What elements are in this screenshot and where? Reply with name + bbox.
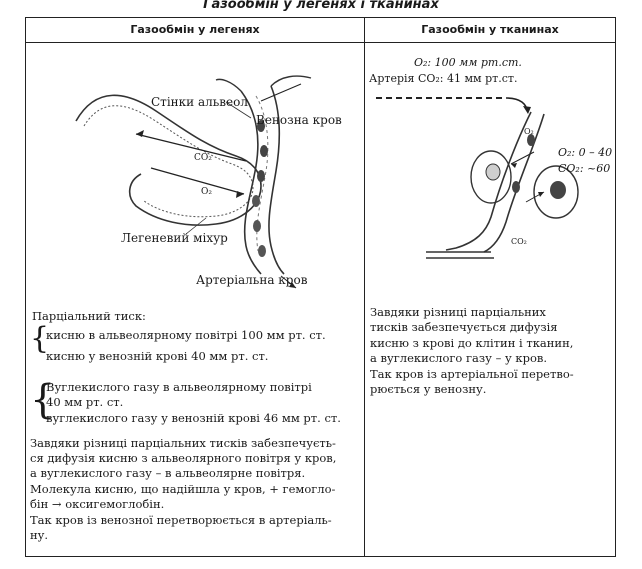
brace-co2: { bbox=[30, 377, 56, 423]
right-line3: кисню з крові до клітин і тканин, bbox=[370, 336, 574, 350]
document-title: Газообмін у легенях і тканинах bbox=[203, 0, 439, 12]
right-line6: рюється у венозну. bbox=[370, 382, 487, 396]
left-para2-line2: бін → оксигемоглобін. bbox=[30, 497, 165, 511]
right-line1: Завдяки різниці парціальних bbox=[370, 305, 546, 319]
lung-alveolus-diagram: Стінки альвеол Венозна кров CO₂ O₂ Леген… bbox=[75, 75, 342, 289]
co2-venous: вуглекислого газу у венозній крові 46 мм… bbox=[46, 411, 341, 425]
left-para1-line1: Завдяки різниці парціальних тисків забез… bbox=[30, 436, 336, 450]
tissue-exchange-diagram: O₂: 100 мм рт.ст. Артерія CO₂: 41 мм рт.… bbox=[369, 56, 612, 259]
pressure-heading: Парціальний тиск: bbox=[32, 309, 146, 323]
co2-alveolar-line1: Вуглекислого газу в альвеолярному повітр… bbox=[46, 380, 312, 394]
label-venous-blood: Венозна кров bbox=[256, 113, 342, 127]
left-para3-line2: ну. bbox=[30, 528, 49, 542]
right-line2: тисків забезпечується дифузія bbox=[370, 320, 558, 334]
label-o2-small: O₂ bbox=[524, 127, 534, 136]
label-o2-cell: O₂: 0 – 40 bbox=[558, 146, 612, 159]
label-co2-cell: CO₂: ~60 bbox=[558, 162, 610, 175]
brace-o2: { bbox=[30, 321, 50, 356]
column-divider bbox=[364, 18, 365, 556]
label-artery-co2: Артерія CO₂: 41 мм рт.ст. bbox=[369, 72, 517, 85]
o2-venous: кисню у венозній крові 40 мм рт. ст. bbox=[46, 349, 269, 363]
label-o2: O₂ bbox=[201, 187, 212, 197]
header-divider bbox=[26, 42, 615, 43]
column-header-tissues: Газообмін у тканинах bbox=[421, 23, 559, 36]
left-para2-line1: Молекула кисню, що надійшла у кров, + ге… bbox=[30, 482, 336, 496]
left-para1-line2: ся дифузія кисню з альвеолярного повітря… bbox=[30, 451, 337, 465]
co2-alveolar-line2: 40 мм рт. ст. bbox=[46, 395, 124, 409]
label-pulmonary-bubble: Легеневий міхур bbox=[121, 231, 228, 245]
column-header-lungs: Газообмін у легенях bbox=[130, 23, 260, 36]
label-alveolar-walls: Стінки альвеол bbox=[151, 95, 248, 109]
comparison-table: Газообмін у легенях Газообмін у тканинах bbox=[25, 17, 616, 557]
label-co2-small: CO₂ bbox=[511, 237, 527, 246]
label-arterial-blood: Артеріальна кров bbox=[196, 273, 308, 287]
left-para1-line3: а вуглекислого газу – в альвеолярне пові… bbox=[30, 466, 306, 480]
label-co2: CO₂ bbox=[194, 153, 212, 163]
right-line5: Так кров із артеріальної перетво- bbox=[370, 367, 574, 381]
left-para3-line1: Так кров із венозної перетворюється в ар… bbox=[30, 513, 332, 527]
o2-alveolar: кисню в альвеолярному повітрі 100 мм рт.… bbox=[46, 328, 326, 342]
right-line4: а вуглекислого газу – у кров. bbox=[370, 351, 548, 365]
label-o2-100: O₂: 100 мм рт.ст. bbox=[414, 56, 522, 69]
